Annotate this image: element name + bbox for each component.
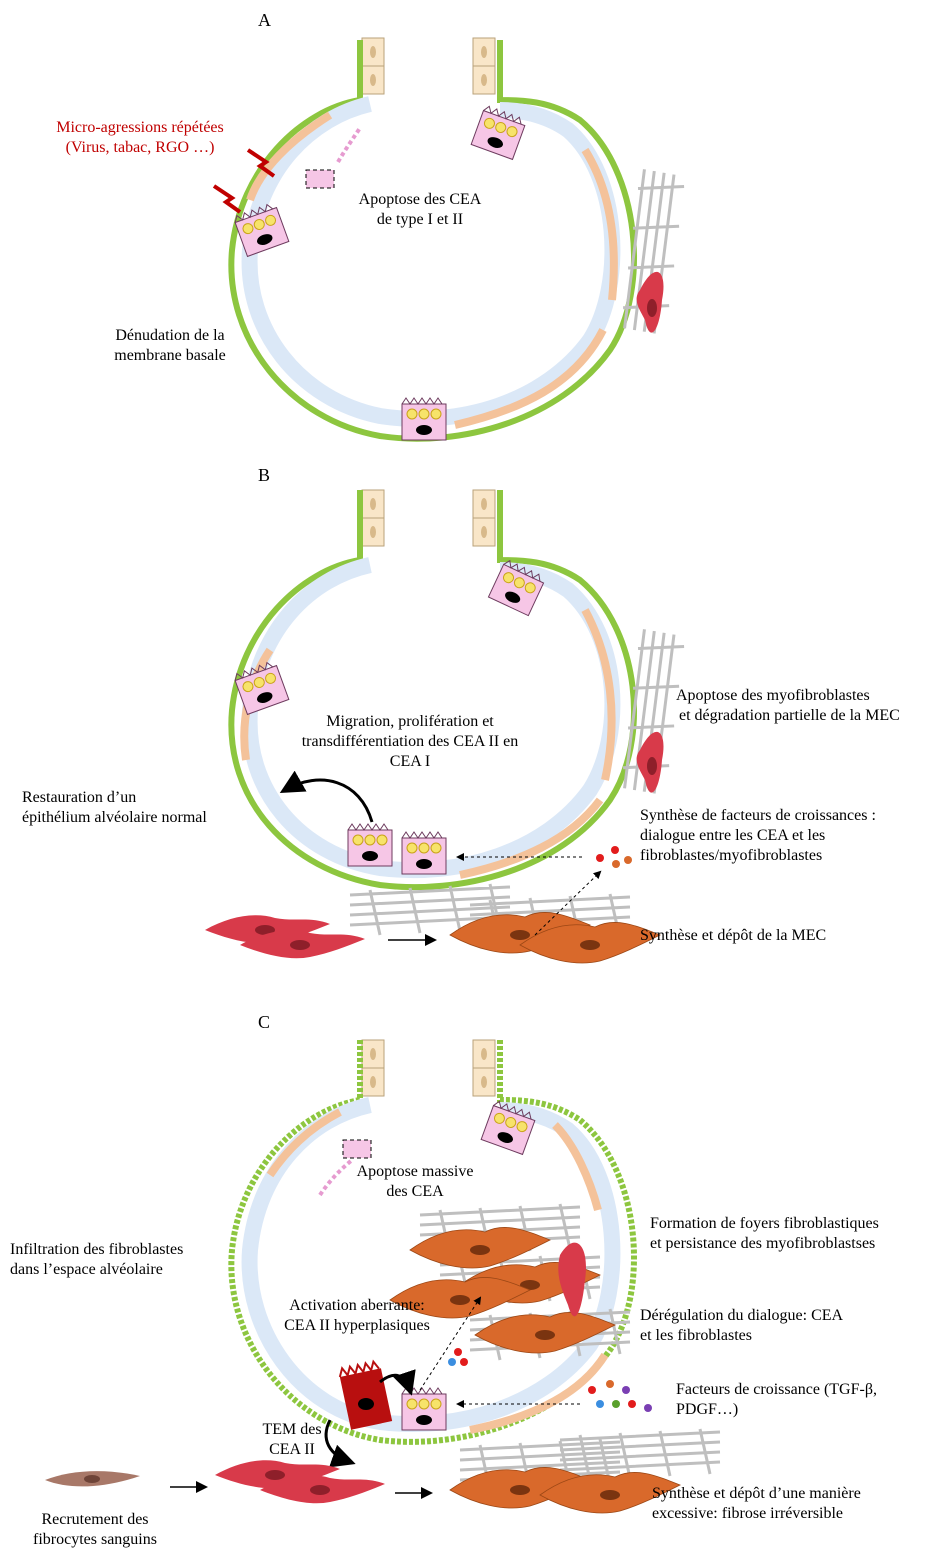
infiltration-label: Infiltration des fibroblastes dans l’esp… [10,1240,183,1280]
synthese-excessive-label: Synthèse et dépôt d’une manière excessiv… [652,1484,861,1524]
deregulation-line-2: et les fibroblastes [640,1326,843,1346]
migration-line-2: transdifférentiation des CEA II en [265,732,555,752]
migration-line-3: CEA I [265,752,555,772]
infiltration-line-1: Infiltration des fibroblastes [10,1240,183,1260]
synthese-facteurs-line-1: Synthèse de facteurs de croissances : [640,806,876,826]
foyers-fibroblastiques-label: Formation de foyers fibroblastiques et p… [650,1214,879,1254]
foyers-line-2: et persistance des myofibroblastses [650,1234,879,1254]
apoptose-myofibroblastes-label: Apoptose des myofibroblastes et dégradat… [676,686,900,726]
activation-line-1: Activation aberrante: [262,1296,452,1316]
tem-line-2: CEA II [252,1440,332,1460]
migration-line-1: Migration, prolifération et [265,712,555,732]
microagressions-line-1: Micro-agressions répétées [25,118,255,138]
recrutement-label: Recrutement des fibrocytes sanguins [10,1510,180,1550]
synthese-excessive-line-2: excessive: fibrose irréversible [652,1504,861,1524]
panel-letter-a: A [258,10,271,31]
restauration-line-2: épithélium alvéolaire normal [22,808,207,828]
panel-letter-b: B [258,465,270,486]
restauration-label: Restauration d’un épithélium alvéolaire … [22,788,207,828]
denudation-line-1: Dénudation de la [90,326,250,346]
apoptose-myofibroblastes-line-1: Apoptose des myofibroblastes [676,686,900,706]
apoptose-myofibroblastes-line-2: et dégradation partielle de la MEC [676,706,900,726]
apoptose-cea-line-2: de type I et II [330,210,510,230]
restauration-line-1: Restauration d’un [22,788,207,808]
activation-aberrante-label: Activation aberrante: CEA II hyperplasiq… [262,1296,452,1336]
facteurs-croissance-label: Facteurs de croissance (TGF-β, PDGF…) [676,1380,877,1420]
facteurs-line-2: PDGF…) [676,1400,877,1420]
apoptose-cea-line-1: Apoptose des CEA [330,190,510,210]
apoptose-massive-line-1: Apoptose massive [340,1162,490,1182]
apoptose-cea-label: Apoptose des CEA de type I et II [330,190,510,230]
panel-letter-c: C [258,1012,270,1033]
deregulation-label: Dérégulation du dialogue: CEA et les fib… [640,1306,843,1346]
synthese-facteurs-label: Synthèse de facteurs de croissances : di… [640,806,876,866]
microagressions-line-2: (Virus, tabac, RGO …) [25,138,255,158]
apoptose-massive-label: Apoptose massive des CEA [340,1162,490,1202]
tem-label: TEM des CEA II [252,1420,332,1460]
denudation-label: Dénudation de la membrane basale [90,326,250,366]
synthese-facteurs-line-3: fibroblastes/myofibroblastes [640,846,876,866]
foyers-line-1: Formation de foyers fibroblastiques [650,1214,879,1234]
migration-label: Migration, prolifération et transdiffére… [265,712,555,772]
deregulation-line-1: Dérégulation du dialogue: CEA [640,1306,843,1326]
recrutement-line-2: fibrocytes sanguins [10,1530,180,1550]
recrutement-line-1: Recrutement des [10,1510,180,1530]
facteurs-line-1: Facteurs de croissance (TGF-β, [676,1380,877,1400]
apoptose-massive-line-2: des CEA [340,1182,490,1202]
activation-line-2: CEA II hyperplasiques [262,1316,452,1336]
infiltration-line-2: dans l’espace alvéolaire [10,1260,183,1280]
denudation-line-2: membrane basale [90,346,250,366]
tem-line-1: TEM des [252,1420,332,1440]
microagressions-label: Micro-agressions répétées (Virus, tabac,… [25,118,255,158]
synthese-facteurs-line-2: dialogue entre les CEA et les [640,826,876,846]
synthese-excessive-line-1: Synthèse et dépôt d’une manière [652,1484,861,1504]
panel-a-alveolus [214,38,692,440]
synthese-mec-label: Synthèse et dépôt de la MEC [640,926,826,946]
